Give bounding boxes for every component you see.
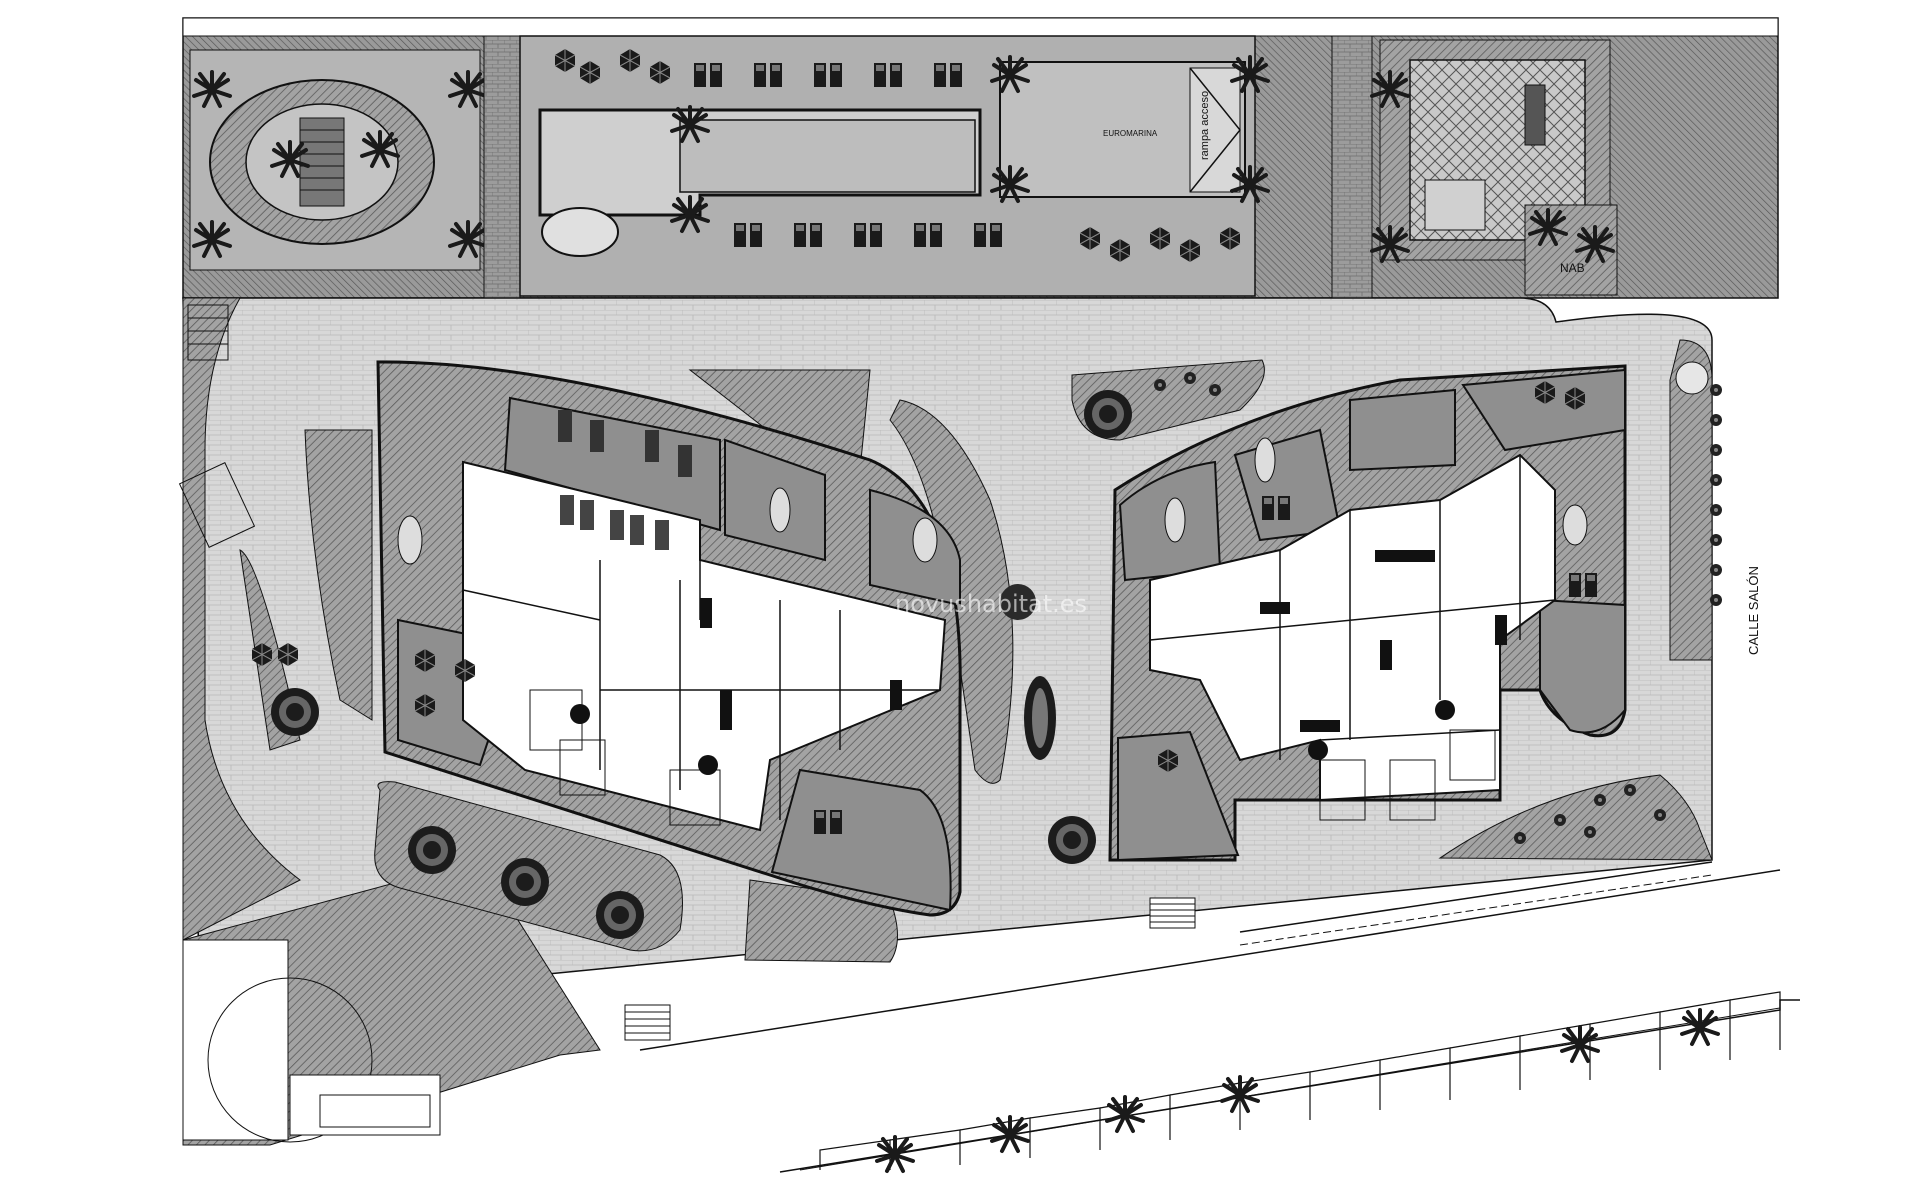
sun-lounger-icon <box>1569 573 1581 597</box>
sun-lounger-icon <box>930 223 942 247</box>
right-building <box>1108 364 1627 862</box>
round-planter-icon <box>1048 816 1096 864</box>
round-planter-icon <box>271 688 319 736</box>
sun-lounger-icon <box>770 63 782 87</box>
sun-lounger-icon <box>794 223 806 247</box>
sun-lounger-icon <box>870 223 882 247</box>
parking-strip <box>639 869 1800 1175</box>
sun-lounger-icon <box>814 810 826 834</box>
marina-label: EUROMARINA <box>1103 129 1158 138</box>
bottom-right-garden-strip <box>1438 774 1713 861</box>
sun-lounger-icon <box>830 810 842 834</box>
sun-lounger-icon <box>830 63 842 87</box>
sun-lounger-icon <box>1585 573 1597 597</box>
naut-label: NAB <box>1560 261 1585 275</box>
round-planter-icon <box>408 826 456 874</box>
right-border-strip <box>1669 339 1713 661</box>
pool-area: EUROMARINA rampa acceso <box>519 35 1270 297</box>
left-oval-garden <box>189 49 488 271</box>
sun-lounger-icon <box>750 223 762 247</box>
sun-lounger-icon <box>914 223 926 247</box>
watermark-text: novushabitat.es <box>895 590 1087 618</box>
sun-lounger-icon <box>734 223 746 247</box>
round-planter-icon <box>1084 390 1132 438</box>
sun-lounger-icon <box>710 63 722 87</box>
right-lattice-garden: NAB <box>1331 35 1618 299</box>
sun-lounger-icon <box>990 223 1002 247</box>
sun-lounger-icon <box>974 223 986 247</box>
sun-lounger-icon <box>1278 496 1290 520</box>
sun-lounger-icon <box>874 63 886 87</box>
sun-lounger-icon <box>950 63 962 87</box>
left-building <box>376 360 962 917</box>
round-planter-icon <box>596 891 644 939</box>
sun-lounger-icon <box>694 63 706 87</box>
sun-lounger-icon <box>1262 496 1274 520</box>
sun-lounger-icon <box>810 223 822 247</box>
sun-lounger-icon <box>890 63 902 87</box>
sun-lounger-icon <box>934 63 946 87</box>
round-planter-icon <box>501 858 549 906</box>
left-border-strip <box>182 297 301 941</box>
sun-lounger-icon <box>854 223 866 247</box>
sun-lounger-icon <box>754 63 766 87</box>
street-label: CALLE SALÓN <box>1746 566 1761 655</box>
sun-lounger-icon <box>814 63 826 87</box>
top-amenity-strip: EUROMARINA rampa acceso <box>182 17 1779 299</box>
ramp-label: rampa acceso <box>1199 91 1211 160</box>
